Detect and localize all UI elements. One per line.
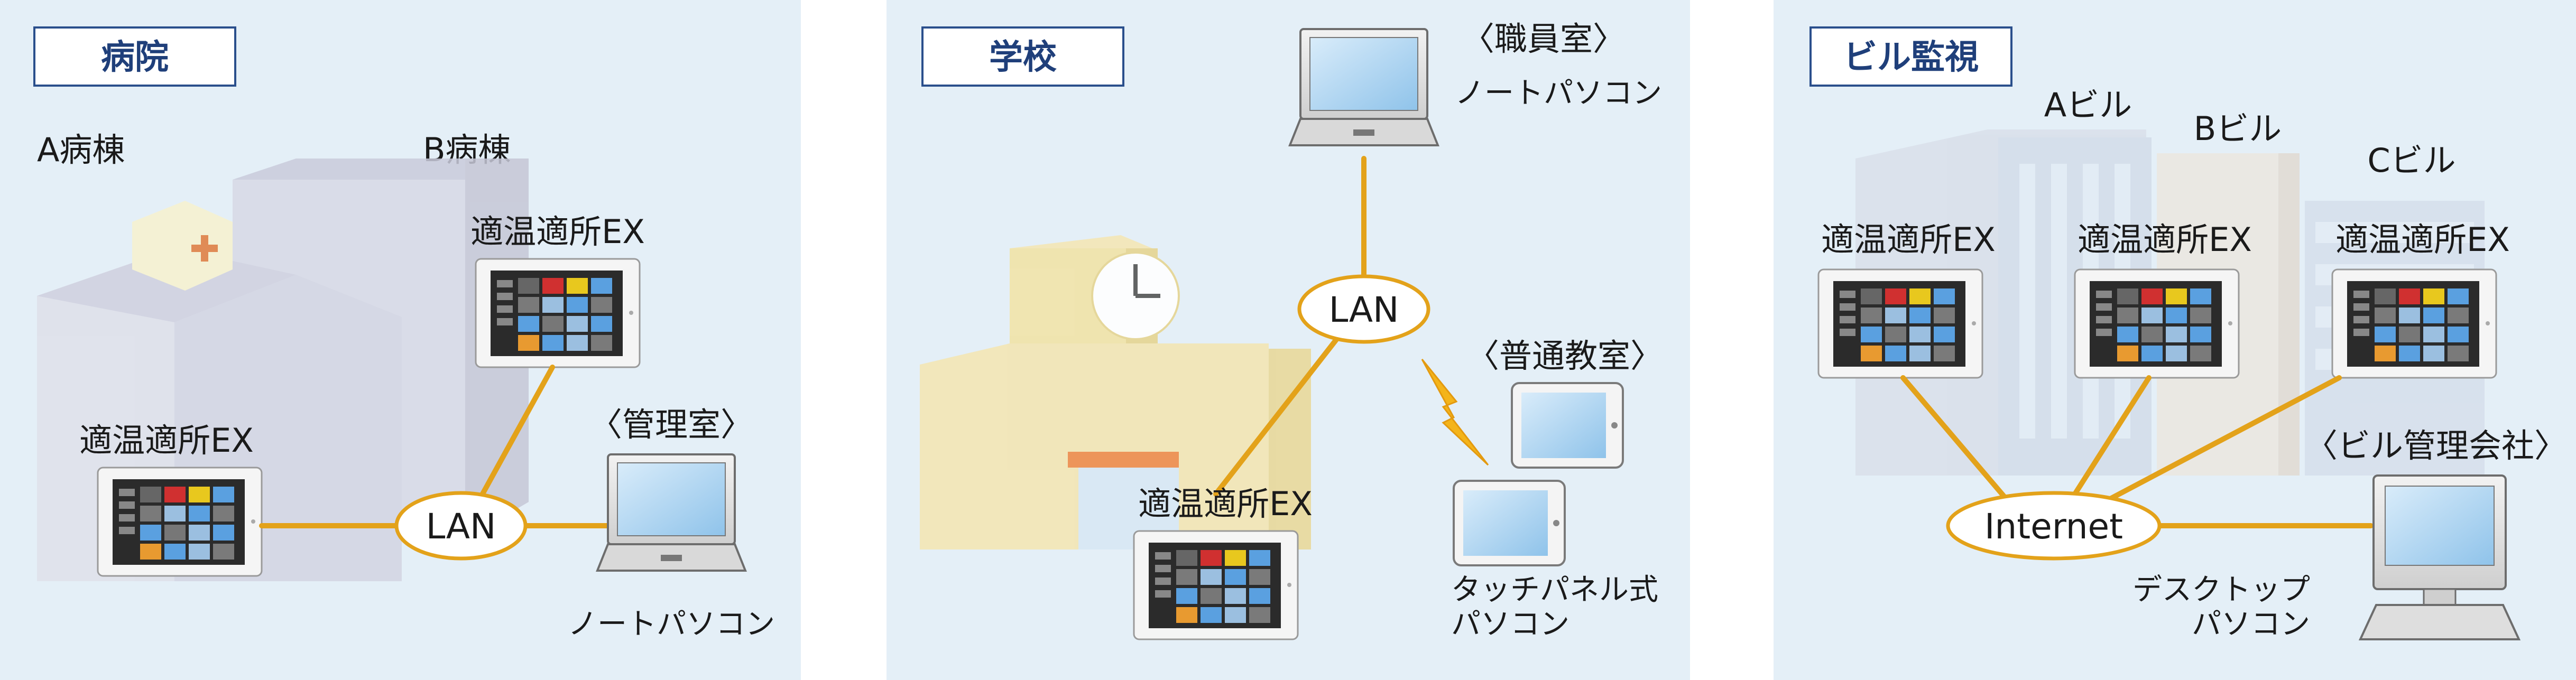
school-ex-tablet [1133, 530, 1299, 640]
school-lan-hub: LAN [1297, 274, 1430, 344]
internet-hub: Internet [1946, 491, 2162, 561]
building-device-label-b: 適温適所EX [2078, 220, 2252, 259]
building-ex-tablet-c [2331, 268, 2497, 379]
hospital-laptop-icon [596, 453, 746, 572]
building-device-label-a: 適温適所EX [1821, 220, 1996, 259]
school-classroom-label: 〈普通教室〉 [1466, 337, 1663, 375]
office-buildings-illustration [1855, 129, 2485, 476]
hospital-ex-tablet-a [97, 467, 263, 577]
internet-label: Internet [1984, 506, 2123, 547]
hospital-ex-tablet-b [475, 258, 641, 368]
building-ex-tablet-b [2074, 268, 2240, 379]
school-tablet-icon-2 [1453, 480, 1566, 566]
school-lan-label: LAN [1329, 290, 1399, 330]
desktop-label-1: デスクトップ [2132, 573, 2310, 607]
school-building-illustration [920, 235, 1311, 549]
school-laptop-icon [1289, 28, 1439, 146]
hospital-panel: 病院 A病棟 B病棟 適温適所EX 適温適所EX LAN [0, 0, 801, 680]
school-staff-laptop-label: ノートパソコン [1455, 76, 1662, 110]
hospital-device-label-a: 適温適所EX [79, 421, 254, 460]
school-panel: 学校 〈職員室〉 ノートパソコン LAN [887, 0, 1690, 680]
school-tablet-label-2: パソコン [1451, 607, 1569, 641]
building-company-label: 〈ビル管理会社〉 [2305, 426, 2567, 465]
building-link-a-internet [1900, 375, 2011, 505]
building-c-label: Cビル [2367, 141, 2455, 180]
hospital-link-b-lan [478, 365, 555, 499]
school-link-lan-ex [1213, 336, 1340, 497]
building-panel: ビル監視 Aビル Bビル Cビル 適温適所EX 適温適所EX 適温適所EX [1774, 0, 2576, 680]
hospital-building-a-label: A病棟 [37, 131, 125, 169]
red-cross-icon [132, 201, 233, 291]
desktop-label-2: パソコン [2192, 607, 2310, 641]
desktop-pc-icon [2358, 474, 2521, 640]
building-ex-tablet-a [1817, 268, 1983, 379]
school-title: 学校 [989, 38, 1057, 77]
hospital-lan-label: LAN [426, 506, 496, 547]
building-a-label: Aビル [2044, 86, 2132, 124]
building-link-c-internet [2107, 375, 2342, 502]
building-device-label-c: 適温適所EX [2335, 220, 2510, 259]
school-title-box: 学校 [921, 26, 1124, 87]
hospital-title: 病院 [101, 38, 169, 77]
building-title-box: ビル監視 [1809, 26, 2012, 87]
hospital-laptop-label: ノートパソコン [568, 607, 775, 641]
building-b-label: Bビル [2194, 109, 2282, 148]
school-device-label: 適温適所EX [1138, 485, 1313, 523]
hospital-lan-hub: LAN [394, 491, 528, 561]
building-link-b-internet [2072, 375, 2152, 497]
clock-icon [1091, 251, 1180, 340]
building-title: ビル監視 [1843, 38, 1979, 77]
school-tablet-icon-1 [1511, 382, 1624, 469]
school-staff-room-label: 〈職員室〉 [1462, 20, 1626, 58]
hospital-title-box: 病院 [33, 26, 236, 87]
hospital-device-label-b: 適温適所EX [470, 212, 645, 251]
wireless-signal-icon [1421, 359, 1489, 466]
hospital-office-label: 〈管理室〉 [589, 405, 753, 444]
school-tablet-label-1: タッチパネル式 [1451, 573, 1658, 607]
